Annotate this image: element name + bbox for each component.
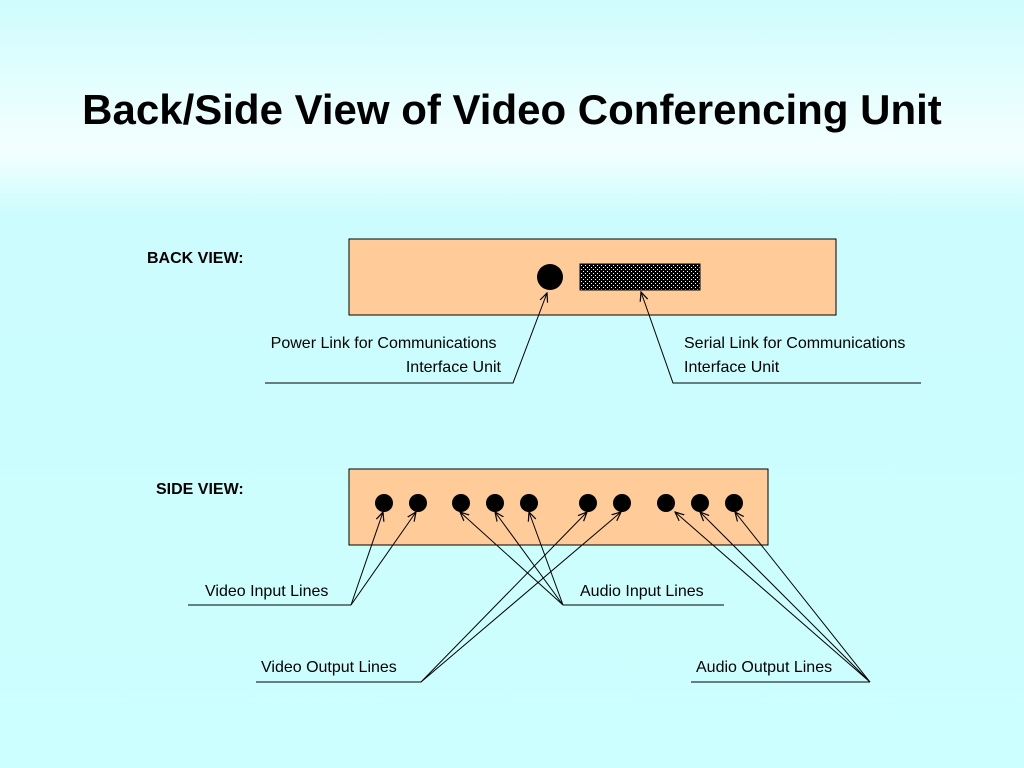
power-link-line2: Interface Unit	[406, 359, 502, 376]
audio-output-arrow-3	[735, 512, 871, 683]
video-output-callout: Video Output Lines	[261, 659, 397, 676]
video-input-arrow-1	[350, 512, 383, 606]
video-output-arrow-2	[420, 512, 621, 683]
video-input-arrow-2	[350, 512, 416, 606]
serial-port	[579, 263, 701, 291]
side-port-8	[657, 494, 675, 512]
back-view-label: BACK VIEW:	[147, 250, 244, 267]
slide-title: Back/Side View of Video Conferencing Uni…	[82, 86, 942, 133]
side-port-6	[579, 494, 597, 512]
side-port-4	[486, 494, 504, 512]
side-port-7	[613, 494, 631, 512]
power-port	[537, 264, 563, 290]
serial-leader-line	[641, 292, 921, 384]
audio-output-arrow-1	[675, 512, 871, 683]
side-port-1	[375, 494, 393, 512]
side-port-3	[452, 494, 470, 512]
audio-input-arrow-1	[460, 512, 564, 606]
side-port-5	[520, 494, 538, 512]
power-link-line1: Power Link for Communications	[271, 335, 497, 352]
side-view-label: SIDE VIEW:	[156, 481, 244, 498]
audio-input-arrow-3	[529, 512, 564, 606]
video-input-callout: Video Input Lines	[205, 583, 328, 600]
power-leader-line	[265, 293, 547, 384]
serial-link-line2: Interface Unit	[684, 359, 780, 376]
serial-link-line1: Serial Link for Communications	[684, 335, 905, 352]
serial-link-callout: Serial Link for Communications Interface…	[684, 335, 910, 376]
audio-output-arrow-2	[700, 512, 871, 683]
side-port-2	[409, 494, 427, 512]
side-ports	[375, 494, 743, 512]
audio-input-arrow-2	[495, 512, 564, 606]
audio-output-callout: Audio Output Lines	[696, 659, 832, 676]
side-port-9	[691, 494, 709, 512]
audio-input-callout: Audio Input Lines	[580, 583, 704, 600]
power-link-callout: Power Link for Communications Interface …	[271, 335, 502, 376]
video-output-arrow-1	[420, 512, 587, 683]
side-port-10	[725, 494, 743, 512]
